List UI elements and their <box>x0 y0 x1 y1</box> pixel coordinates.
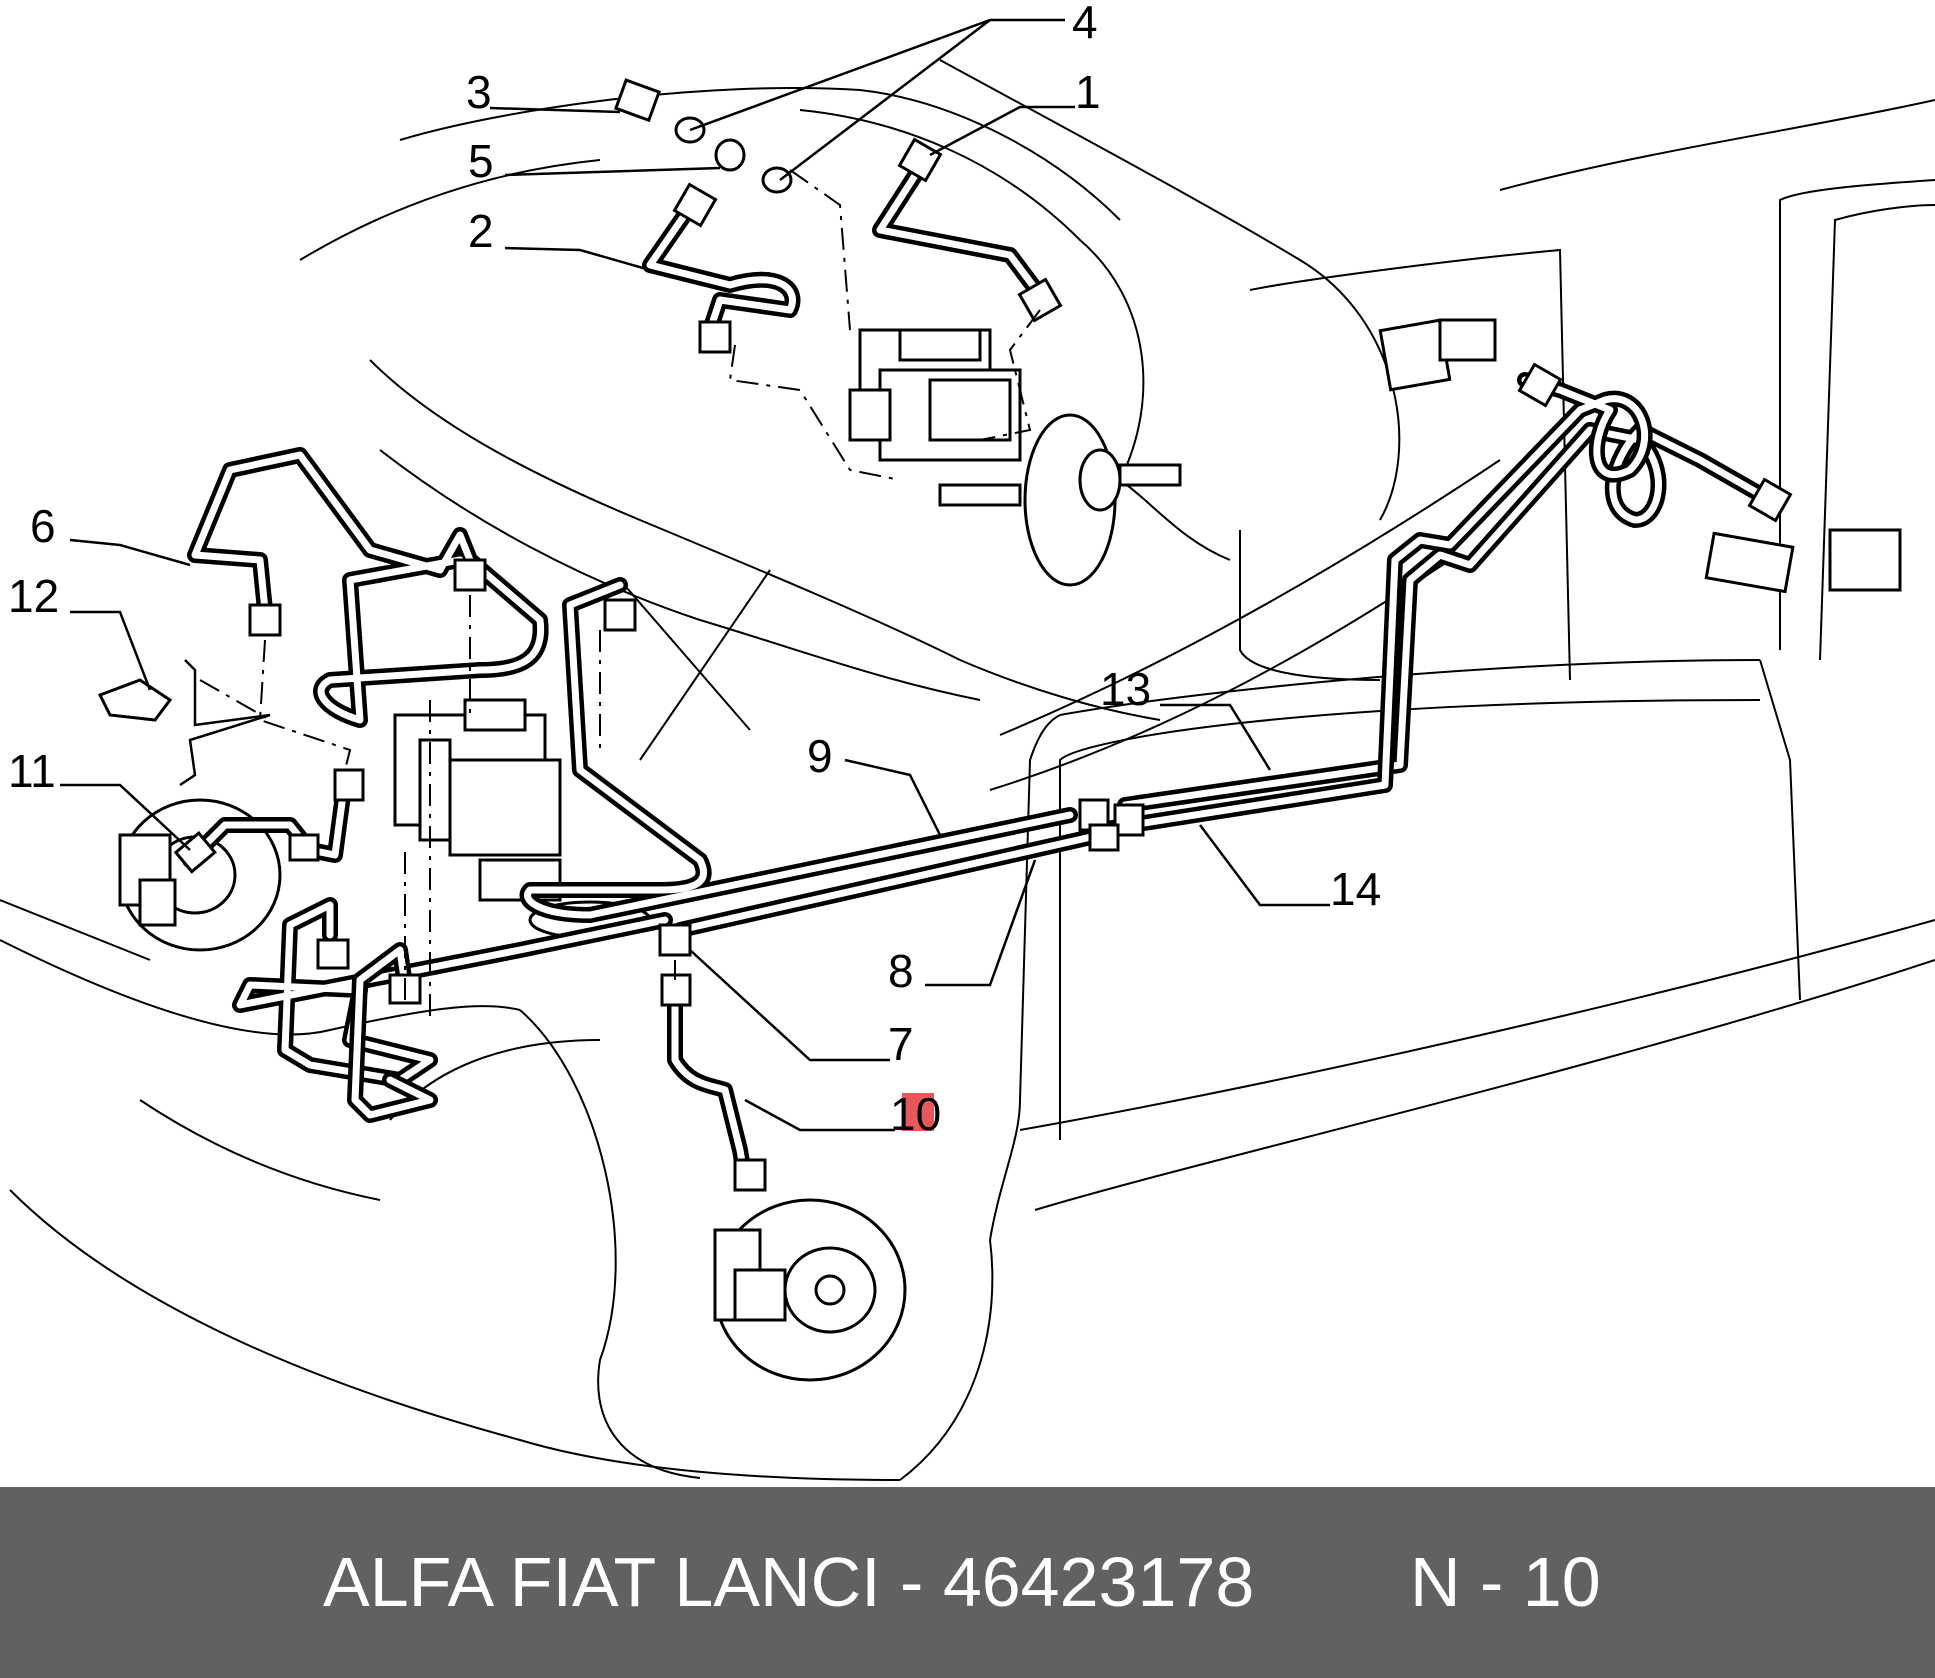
front-right-brake-disc <box>713 1198 907 1382</box>
callout-13: 13 <box>1100 663 1151 715</box>
part-12-bracket <box>179 659 271 787</box>
callout-12: 12 <box>8 570 59 622</box>
part-number-caption: ALFA FIAT LANCI - 46423178 <box>323 1543 1255 1621</box>
brake-pipes <box>182 152 1778 1188</box>
callout-labels: 1 2 3 4 5 6 7 8 9 10 11 12 13 14 <box>8 0 1381 1140</box>
rear-brake-brackets <box>1378 318 1902 594</box>
callout-11: 11 <box>8 745 56 797</box>
callout-14: 14 <box>1330 863 1381 915</box>
callout-2: 2 <box>468 205 494 257</box>
highlight-marker <box>902 1093 934 1131</box>
master-cylinder-servo <box>848 328 1182 587</box>
brake-pipe-exploded-diagram: 1 2 3 4 5 6 7 8 9 10 11 12 13 14 <box>0 0 1935 1481</box>
footer-bar: ALFA FIAT LANCI - 46423178 N - 10 <box>0 1487 1935 1678</box>
callout-9: 9 <box>807 730 833 782</box>
callout-5: 5 <box>468 135 494 187</box>
callout-4: 4 <box>1072 0 1098 48</box>
pipe-fittings <box>97 78 1793 1192</box>
front-left-brake-disc <box>118 798 282 952</box>
callout-6: 6 <box>30 500 56 552</box>
callout-8: 8 <box>888 945 914 997</box>
callout-3: 3 <box>466 66 492 118</box>
callout-1: 1 <box>1075 66 1101 118</box>
leader-lines <box>60 18 1330 1132</box>
alignment-lines <box>199 169 1041 1020</box>
callout-7: 7 <box>888 1018 914 1070</box>
car-body-outline <box>0 59 1935 1481</box>
page-reference: N - 10 <box>1410 1543 1601 1621</box>
callout-10: 10 <box>890 1088 941 1140</box>
